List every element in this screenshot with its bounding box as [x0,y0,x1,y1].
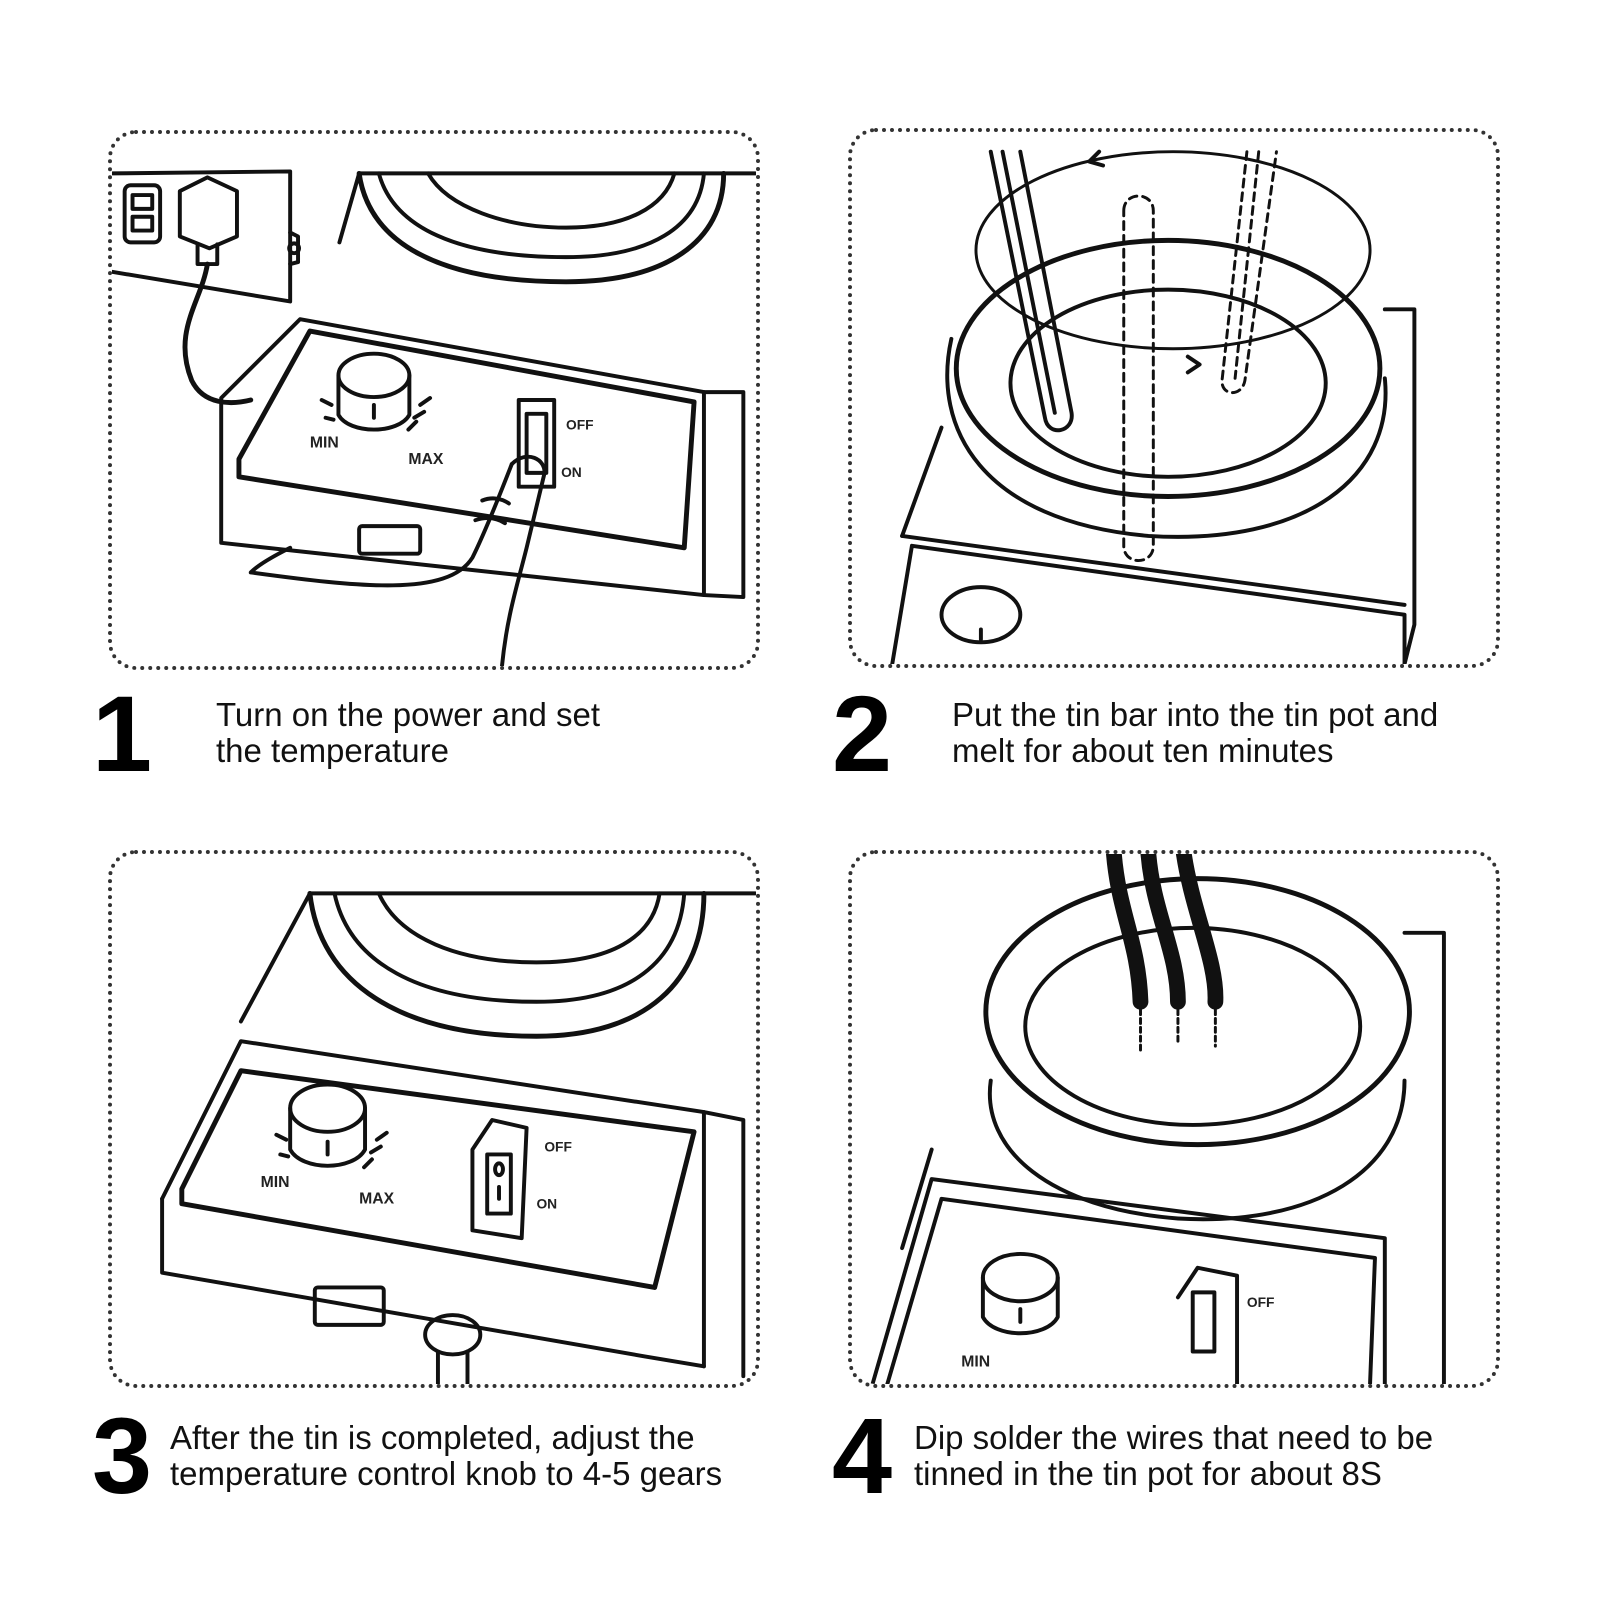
step-2-illustration-panel [848,128,1500,668]
switch-off-label: OFF [544,1140,572,1155]
step-3-caption-line-2: temperature control knob to 4-5 gears [170,1455,723,1492]
step-1-caption-line-1: Turn on the power and set [216,696,601,733]
step-3-caption-line-1: After the tin is completed, adjust the [170,1419,695,1456]
power-cord-socket [423,1313,483,1357]
power-socket [122,183,163,245]
step-1-number: 1 [92,673,153,794]
tin-bar-dashed-1 [1122,194,1155,562]
pot-top-edge [238,891,756,1024]
power-switch [1175,1265,1240,1384]
pot-rim [953,237,1383,499]
knob-min-label: MIN [961,1353,990,1370]
switch-off-label: OFF [566,418,594,433]
step-3-caption: After the tin is completed, adjust the t… [170,1420,722,1492]
temperature-knob [288,1082,368,1134]
step-4-caption-line-1: Dip solder the wires that need to be [914,1419,1434,1456]
knob-min-label: MIN [310,434,339,451]
knob-max-label: MAX [408,451,443,468]
switch-on-label: ON [536,1197,557,1212]
knob-min-label: MIN [261,1174,290,1191]
switch-on-label: ON [561,465,582,480]
step-1-caption: Turn on the power and set the temperatur… [216,697,600,769]
power-switch [470,1118,529,1241]
control-box-front [160,1196,706,1369]
step-3-number: 3 [92,1395,153,1516]
step-4-caption: Dip solder the wires that need to be tin… [914,1420,1433,1492]
power-cord [182,261,254,406]
step-1-illustration: MIN MAX OFF ON [112,169,756,666]
pot-outer-wall [987,1078,1407,1222]
step-2-number: 2 [832,673,893,794]
base-front [890,543,1407,664]
step-2-caption-line-1: Put the tin bar into the tin pot and [952,696,1439,733]
tin-bar-dashed-2 [1220,150,1278,395]
step-4-caption-line-2: tinned in the tin pot for about 8S [914,1455,1382,1492]
wire-3 [1175,854,1224,1010]
tin-bar [988,149,1074,433]
control-panel [236,328,697,551]
knob-max-label: MAX [359,1191,394,1208]
pot-rim [356,170,727,285]
step-3-illustration-panel: MIN MAX OFF ON [108,850,760,1388]
control-box-front [219,317,706,598]
step-2-caption-line-2: melt for about ten minutes [952,732,1334,769]
wire-2 [1140,854,1186,1010]
pot-rim [307,890,707,1039]
pot-inner-rim [1023,925,1363,1127]
power-plug [177,175,239,251]
step-2-illustration [890,149,1417,664]
pot-inner-rim [1008,287,1328,479]
display-window [312,1285,386,1327]
step-1-illustration-panel: MIN MAX OFF ON [108,130,760,670]
pot-outer-wall [945,336,1388,539]
tin-motion-ring [974,150,1372,351]
step-4-illustration: OFF MIN [870,854,1446,1384]
step-2-caption: Put the tin bar into the tin pot and mel… [952,697,1438,769]
step-4-illustration-panel: OFF MIN [848,850,1500,1388]
switch-off-label: OFF [1247,1295,1275,1310]
control-panel [885,1196,1377,1384]
pot-rim [983,876,1412,1148]
control-box-side [160,1039,706,1369]
temperature-knob [336,351,412,400]
wire-1 [1106,854,1149,1010]
temperature-knob [939,585,1023,645]
display-window [357,524,423,556]
control-panel [179,1068,697,1290]
temperature-knob [980,1251,1060,1304]
power-switch [516,398,557,489]
step-4-number: 4 [832,1395,893,1516]
control-box-front [870,1177,1387,1384]
pointing-finger [500,454,547,666]
step-1-caption-line-2: the temperature [216,732,449,769]
step-3-illustration: MIN MAX OFF ON [160,890,756,1384]
